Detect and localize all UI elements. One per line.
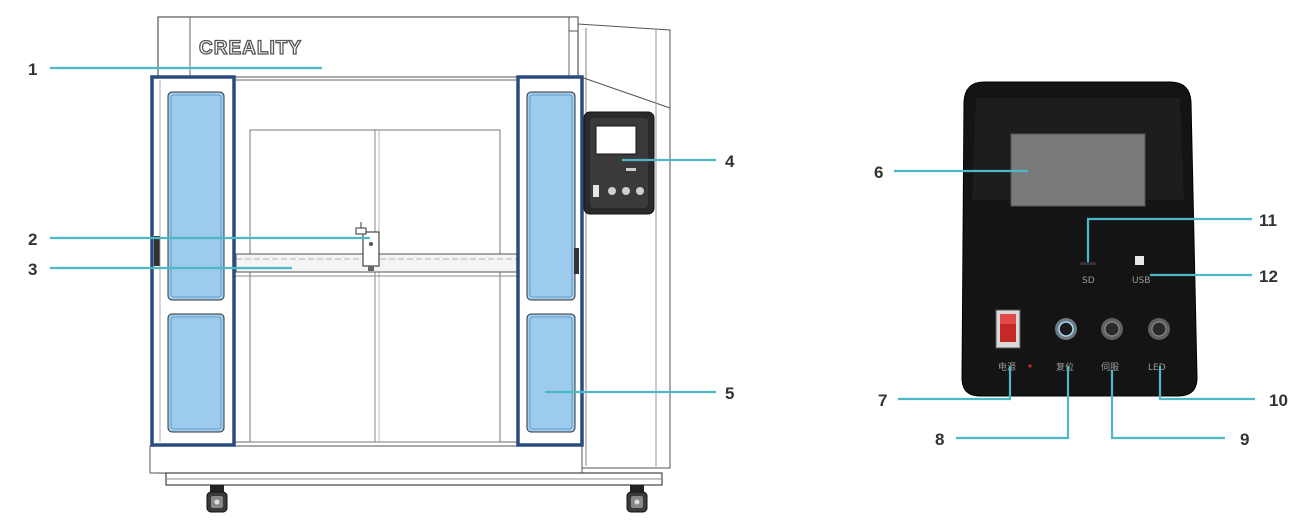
servo-button (1101, 318, 1123, 340)
printer-illustration: CREALITY (149, 16, 671, 513)
reset-label: 复位 (1056, 361, 1074, 373)
sd-slot (1080, 262, 1096, 265)
servo-label: 伺服 (1101, 361, 1119, 373)
top-right-notch (568, 16, 579, 32)
sd-label: SD (1082, 276, 1095, 286)
print-head (355, 222, 380, 271)
callout-line-9 (1110, 370, 1225, 440)
side-panel-diagonal (577, 75, 671, 109)
callout-number-7: 7 (878, 391, 887, 410)
reset-button (1055, 318, 1077, 340)
callout-line-11 (1086, 217, 1252, 262)
left-door (150, 75, 236, 447)
usb-label: USB (1132, 276, 1150, 286)
power-indicator-led (1028, 364, 1032, 368)
callout-numbers: 1 2 3 4 5 6 7 8 9 10 11 12 (28, 60, 1288, 449)
power-label: 电源 (998, 361, 1016, 373)
side-control-box (583, 111, 655, 215)
callout-number-8: 8 (935, 430, 944, 449)
left-caster (206, 485, 228, 513)
callout-number-2: 2 (28, 230, 37, 249)
callout-number-4: 4 (725, 152, 735, 171)
callout-number-12: 12 (1259, 267, 1278, 286)
callout-lines (50, 66, 1255, 440)
led-button (1148, 318, 1170, 340)
led-label: LED (1148, 363, 1166, 373)
callout-number-11: 11 (1259, 211, 1277, 230)
right-caster (626, 485, 648, 513)
callout-number-5: 5 (725, 384, 734, 403)
power-switch (995, 309, 1021, 349)
callout-line-8 (956, 366, 1070, 440)
usb-port (1135, 256, 1144, 265)
callout-number-6: 6 (874, 163, 883, 182)
control-panel-illustration: SD USB 电源 复位 伺服 LED (961, 81, 1198, 397)
callout-line-10 (1158, 366, 1255, 401)
lcd-screen (1010, 133, 1146, 207)
callout-number-9: 9 (1240, 430, 1249, 449)
callout-number-3: 3 (28, 260, 37, 279)
callout-number-1: 1 (28, 60, 37, 79)
right-door (516, 75, 584, 447)
brand-logo: CREALITY (199, 38, 302, 59)
callout-line-7 (898, 366, 1012, 401)
printer-base (149, 445, 583, 474)
callout-number-10: 10 (1269, 391, 1288, 410)
